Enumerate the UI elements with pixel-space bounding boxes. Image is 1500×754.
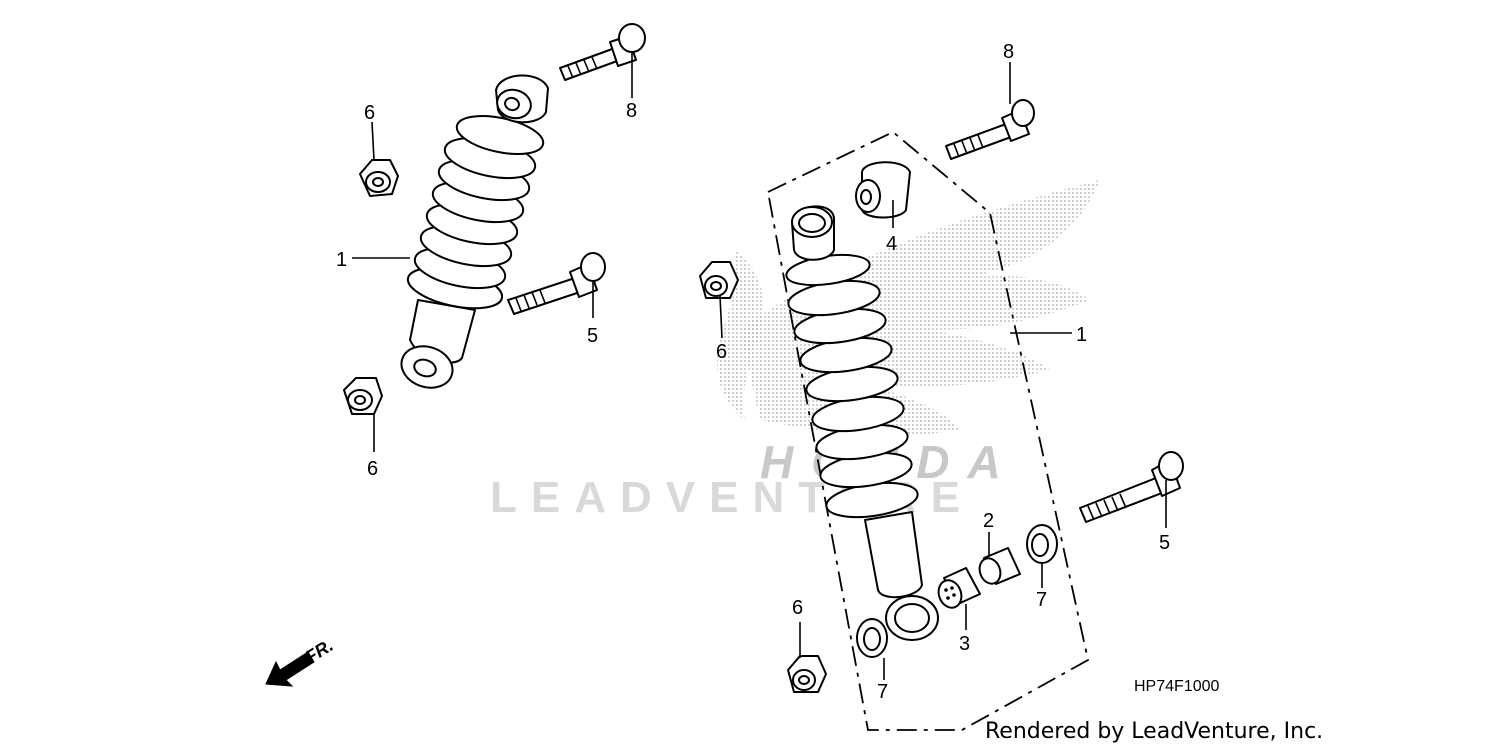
callout-6-right-bottom: 6 [792,597,803,619]
callout-8-right: 8 [1003,41,1014,63]
dust-seal-7-right [1026,524,1058,564]
flange-bolt-8-right [945,99,1035,160]
flange-nut-6-right-top [699,261,739,299]
leader-lines [352,52,1167,680]
callout-7-right: 7 [1036,589,1047,611]
callout-7-bottom: 7 [877,681,888,703]
flange-nut-6-left-bottom [343,377,383,415]
callout-3: 3 [959,633,970,655]
collar-2 [978,547,1021,585]
left-shock-absorber [400,74,549,389]
dust-seal-7-bottom [856,618,888,658]
assembly-frame [766,130,1090,731]
callout-4: 4 [886,233,897,255]
callout-6-left-top: 6 [364,102,375,124]
flange-nut-6-right-bottom [787,655,827,693]
callout-2: 2 [983,510,994,532]
callout-1-right: 1 [1076,324,1087,346]
callout-8-left: 8 [626,100,637,122]
callout-6-left-bottom: 6 [367,458,378,480]
credit-text: Rendered by LeadVenture, Inc. [985,719,1323,744]
honda-wing-watermark [717,180,1100,436]
flange-bolt-5-left [507,252,606,315]
callout-6-right-top: 6 [716,341,727,363]
right-shock-absorber [785,205,939,641]
needle-bearing-3 [937,567,981,609]
callout-5-left: 5 [587,325,598,347]
flange-bolt-8-left [559,23,646,81]
flange-nut-6-left-top [359,159,399,197]
flange-bolt-5-right [1079,451,1184,523]
front-arrow-icon [265,651,315,687]
callout-1-left: 1 [336,249,347,271]
rubber-bushing-4 [855,161,911,219]
diagram-code: HP74F1000 [1134,678,1219,695]
callout-5-right: 5 [1159,532,1170,554]
